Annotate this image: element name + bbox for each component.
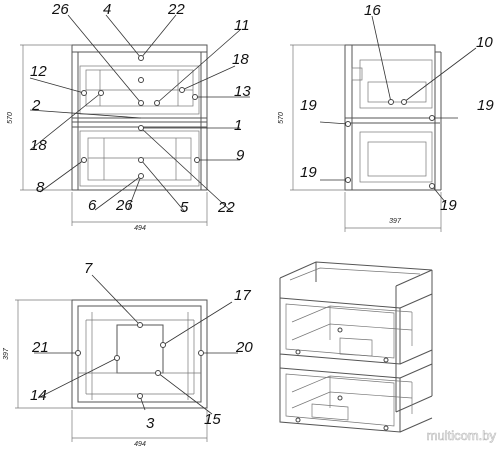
callout-13: 13 <box>234 83 251 100</box>
callout-9: 9 <box>236 147 245 164</box>
callout-3: 3 <box>146 415 155 432</box>
callout-20: 20 <box>235 339 253 356</box>
side-depth-dimension: 397 <box>389 218 402 225</box>
callout-18: 18 <box>232 51 249 68</box>
watermark: multicom.by <box>427 428 497 443</box>
callout-19: 19 <box>477 97 494 114</box>
isometric-view <box>279 261 433 433</box>
callout-19: 19 <box>300 97 317 114</box>
front-height-dimension: 570 <box>7 112 14 124</box>
callout-19: 19 <box>300 164 317 181</box>
callout-15: 15 <box>204 411 221 428</box>
top-depth-dimension: 397 <box>3 347 10 360</box>
callout-14: 14 <box>30 387 47 404</box>
callout-2: 2 <box>31 97 41 114</box>
callout-21: 21 <box>31 339 49 356</box>
callout-17: 17 <box>234 287 251 304</box>
callout-11: 11 <box>234 17 250 34</box>
callout-12: 12 <box>30 63 47 80</box>
callout-26: 26 <box>115 197 133 214</box>
callout-22: 22 <box>167 1 185 18</box>
callout-16: 16 <box>364 2 381 19</box>
side-view: 570 397 16 10 19 19 19 19 <box>278 2 494 232</box>
callout-18: 18 <box>30 137 47 154</box>
callout-8: 8 <box>36 179 45 196</box>
front-view: 570 494 26 4 22 1 <box>7 1 251 232</box>
callout-10: 10 <box>476 34 493 51</box>
side-height-dimension: 570 <box>278 112 285 124</box>
callout-5: 5 <box>180 199 189 216</box>
callout-1: 1 <box>234 117 242 134</box>
callout-22: 22 <box>217 199 235 216</box>
callout-7: 7 <box>84 260 93 277</box>
front-width-dimension: 494 <box>134 225 146 232</box>
callout-6: 6 <box>88 197 97 214</box>
callout-4: 4 <box>103 1 111 18</box>
top-view: 397 494 7 17 21 20 14 15 3 <box>3 260 253 448</box>
callout-19: 19 <box>440 197 457 214</box>
callout-26: 26 <box>51 1 69 18</box>
top-width-dimension: 494 <box>134 441 146 448</box>
